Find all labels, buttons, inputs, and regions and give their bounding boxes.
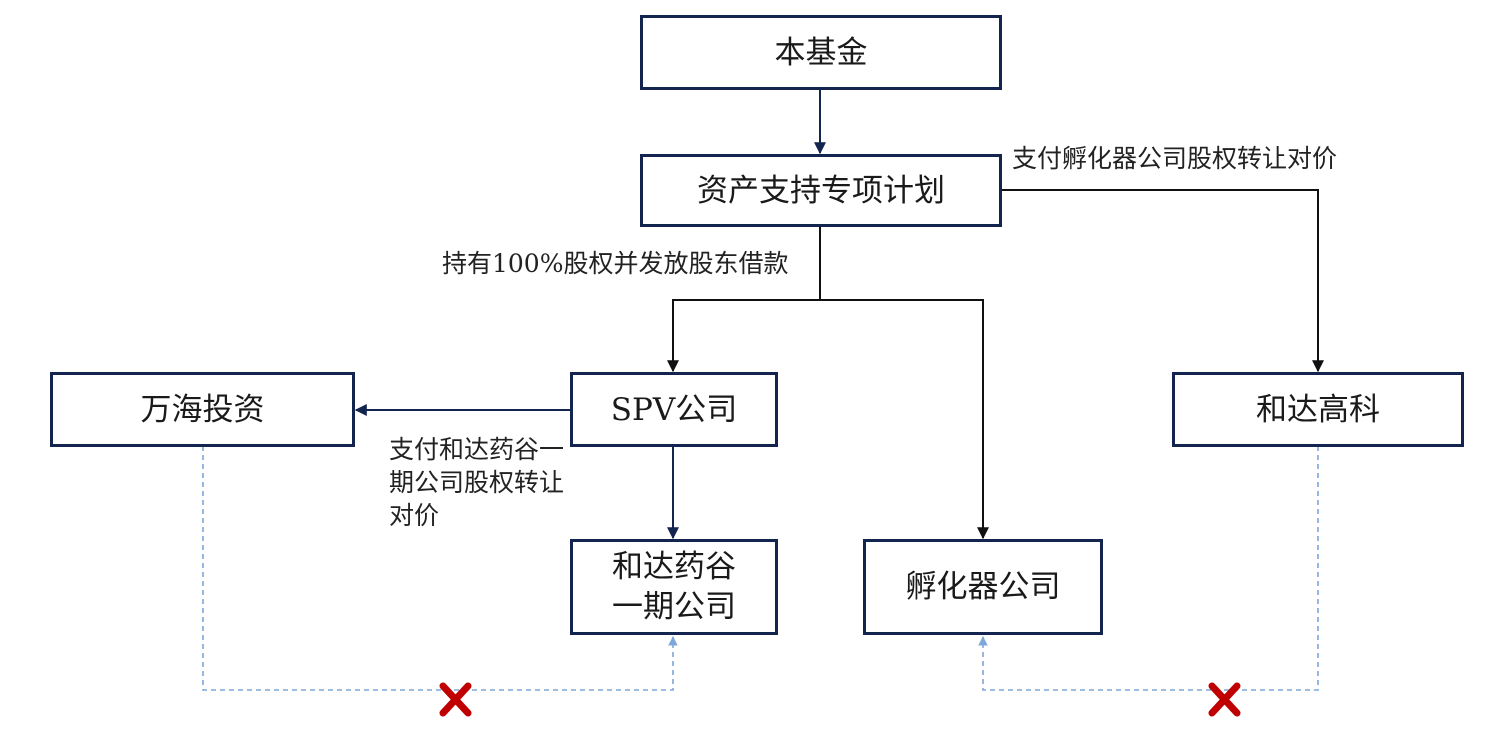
edge-label-spv-to-wanhai: 支付和达药谷一期公司股权转让对价 — [389, 435, 565, 530]
node-heda-gaoke-label: 和达高科 — [1256, 391, 1380, 428]
node-heda-gaoke: 和达高科 — [1172, 372, 1464, 447]
node-abs-plan-label: 资产支持专项计划 — [697, 172, 945, 209]
node-heda-yaogu: 和达药谷 一期公司 — [570, 539, 778, 635]
dashed-gaoke-to-incubator — [978, 446, 1319, 691]
arrow-plan-to-spv — [667, 226, 821, 373]
node-fund: 本基金 — [640, 15, 1002, 90]
node-spv-label: SPV公司 — [610, 391, 738, 428]
edge-label-plan-to-spv: 持有100%股权并发放股东借款 — [442, 249, 789, 278]
red-cross-icon — [439, 682, 472, 717]
red-cross-icon — [1208, 682, 1241, 717]
node-wanhai-label: 万海投资 — [140, 391, 265, 428]
node-fund-label: 本基金 — [774, 34, 868, 71]
edge-label-plan-to-gaoke: 支付孵化器公司股权转让对价 — [1012, 144, 1338, 173]
dashed-wanhai-to-yaogu — [202, 446, 678, 691]
node-incubator-label: 孵化器公司 — [905, 569, 1061, 605]
arrow-plan-to-gaoke — [1000, 189, 1324, 373]
node-incubator: 孵化器公司 — [863, 539, 1103, 635]
node-wanhai: 万海投资 — [50, 372, 355, 447]
arrow-plan-to-incubator — [820, 299, 989, 540]
node-abs-plan: 资产支持专项计划 — [640, 154, 1002, 227]
node-spv: SPV公司 — [570, 372, 778, 447]
node-heda-yaogu-label: 和达药谷 一期公司 — [612, 549, 736, 625]
